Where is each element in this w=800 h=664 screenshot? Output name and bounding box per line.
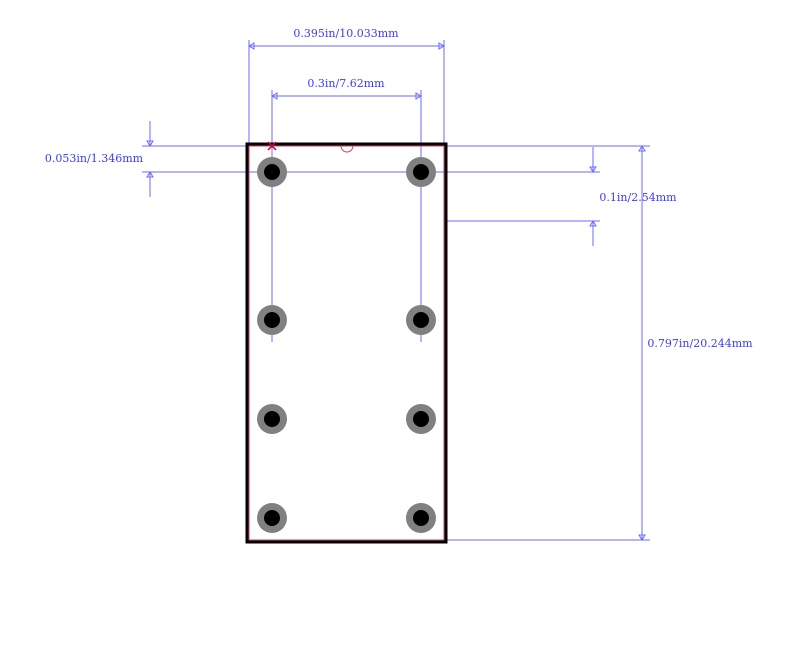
arrow: [271, 92, 422, 100]
drill-hole: [413, 510, 429, 526]
drill-hole: [264, 312, 280, 328]
arrow: [248, 42, 445, 50]
edge-offset-label: 0.053in/1.346mm: [45, 152, 144, 165]
drill-hole: [264, 411, 280, 427]
pin-pitch-label: 0.1in/2.54mm: [599, 191, 677, 204]
arrow: [146, 140, 154, 178]
dimension-lines: [142, 40, 650, 541]
arrow: [638, 145, 646, 541]
courtyard-outline: [248, 145, 445, 541]
row-spacing-label: 0.3in/7.62mm: [307, 77, 385, 90]
pads: [257, 157, 436, 533]
package-outline: [245, 142, 448, 544]
pin1-notch: [340, 145, 354, 153]
drill-hole: [413, 164, 429, 180]
arrow: [589, 166, 597, 227]
drill-hole: [264, 164, 280, 180]
drill-hole: [264, 510, 280, 526]
drill-hole: [413, 411, 429, 427]
pin1-marker-icon: [267, 141, 277, 151]
drill-hole: [413, 312, 429, 328]
overall-width-label: 0.395in/10.033mm: [293, 27, 399, 40]
overall-length-label: 0.797in/20.244mm: [647, 337, 753, 350]
